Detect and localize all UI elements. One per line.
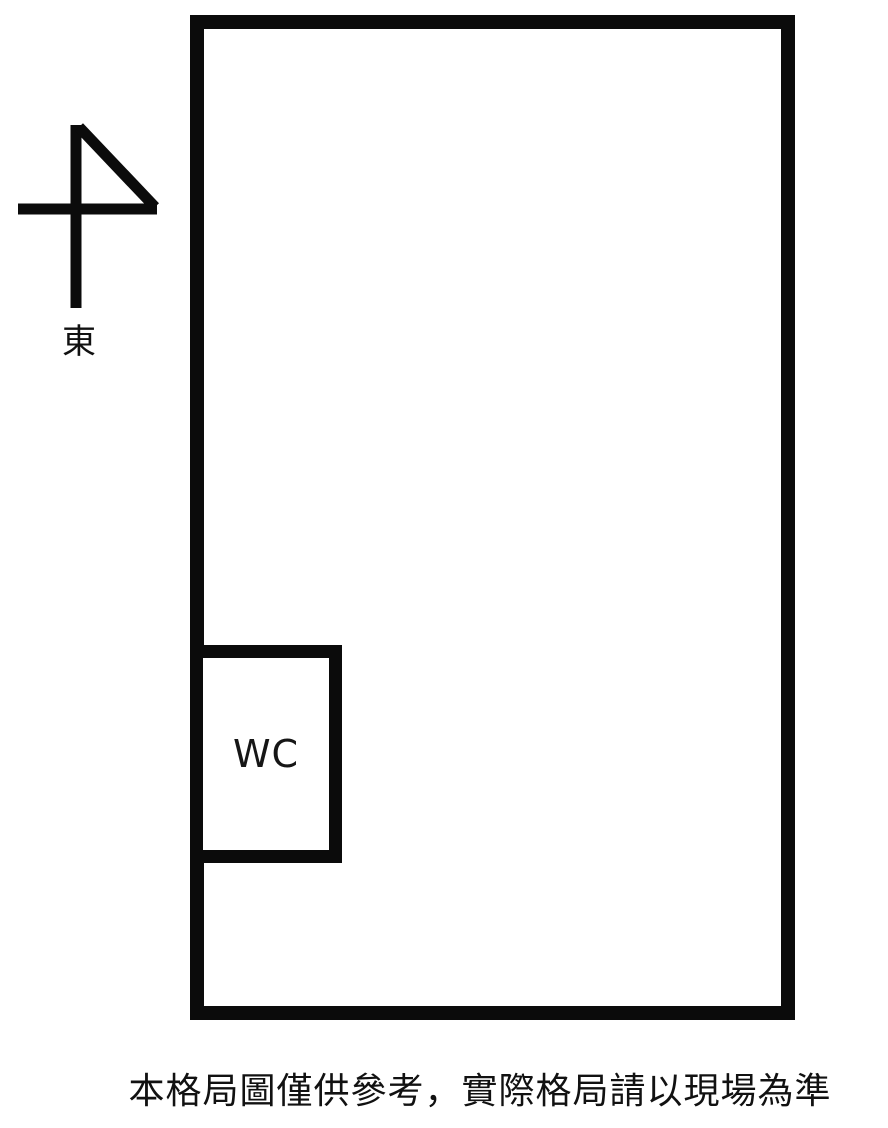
wc-room-outline: WC (190, 645, 342, 863)
compass-arrow-icon (18, 123, 159, 308)
main-room-outline (190, 15, 795, 1020)
wc-room-label: WC (232, 732, 300, 776)
disclaimer-caption: 本格局圖僅供參考，實際格局請以現場為準 (128, 1071, 832, 1112)
compass-direction-label: 東 (62, 322, 96, 362)
